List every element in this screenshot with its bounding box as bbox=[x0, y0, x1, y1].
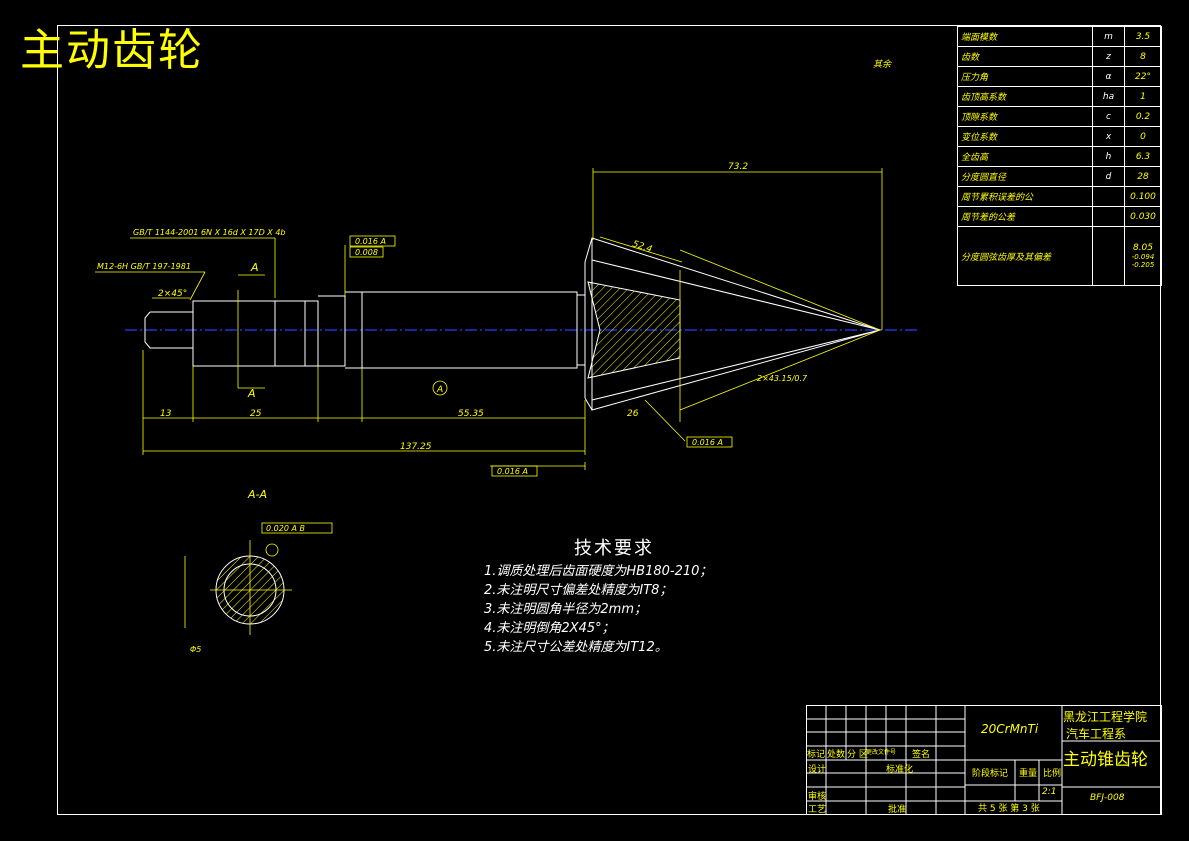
shaft-outline bbox=[144, 237, 882, 411]
dim-25: 25 bbox=[250, 409, 262, 419]
page-title: 主动齿轮 bbox=[20, 25, 204, 76]
dim-73: 73.2 bbox=[728, 162, 748, 172]
label-mark: 标记 bbox=[807, 750, 826, 760]
label-approve: 批准 bbox=[888, 805, 907, 815]
tol-frame-3: 0.016 A bbox=[692, 438, 723, 447]
tech-heading: 技术要求 bbox=[574, 538, 654, 559]
angle-label: 2×43.15/0.7 bbox=[757, 374, 808, 383]
dim-26: 26 bbox=[627, 409, 639, 419]
school: 黑龙江工程学院 bbox=[1063, 710, 1148, 724]
label-ratio: 比例 bbox=[1043, 769, 1062, 779]
tech-line-2: 2.未注明尺寸偏差处精度为IT8； bbox=[484, 583, 673, 598]
tech-line-1: 1.调质处理后齿面硬度为HB180-210； bbox=[484, 564, 713, 579]
spline-tolerance: 0.020 A B bbox=[266, 524, 305, 533]
label-design: 设计 bbox=[808, 765, 827, 775]
tech-line-5: 5.未注尺寸公差处精度为IT12。 bbox=[484, 640, 668, 655]
sheet-count: 共 5 张 第 3 张 bbox=[978, 804, 1040, 814]
label-stage: 阶段标记 bbox=[972, 769, 1009, 779]
spline-spec: GB/T 1144-2001 6N X 16d X 17D X 4b bbox=[133, 228, 286, 237]
datum-label: A bbox=[436, 385, 443, 395]
param-val: 8.05-0.094-0.205 bbox=[1124, 226, 1162, 286]
scale: 2:1 bbox=[1042, 787, 1057, 797]
label-weight: 重量 bbox=[1019, 769, 1038, 779]
gear-hatch bbox=[587, 281, 681, 379]
dim-52: 52.4 bbox=[631, 239, 653, 255]
thread-spec: M12-6H GB/T 197-1981 bbox=[97, 262, 191, 271]
department: 汽车工程系 bbox=[1066, 727, 1127, 741]
spline-dia: Φ5 bbox=[190, 645, 201, 654]
label-count: 处数 bbox=[827, 750, 846, 760]
label-sign: 签名 bbox=[912, 750, 931, 760]
section-mark-bottom: A bbox=[247, 387, 256, 400]
part-name: 主动锥齿轮 bbox=[1063, 750, 1148, 770]
chamfer-label: 2×45° bbox=[158, 289, 187, 299]
dim-55: 55.35 bbox=[458, 409, 484, 419]
dim-13: 13 bbox=[160, 409, 172, 419]
title-block bbox=[806, 705, 1162, 815]
chord-tol-lower: -0.205 bbox=[1131, 261, 1155, 269]
label-process: 工艺 bbox=[808, 805, 827, 815]
label-std: 标准化 bbox=[886, 765, 914, 775]
material: 20CrMnTi bbox=[981, 722, 1039, 736]
dim-137: 137.25 bbox=[400, 442, 432, 452]
section-mark-top: A bbox=[250, 261, 259, 274]
label-docno: 更改文件号 bbox=[866, 749, 897, 756]
label-zone: 分 区 bbox=[847, 750, 868, 760]
tol-frame-4: 0.016 A bbox=[497, 467, 528, 476]
param-sym bbox=[1092, 226, 1125, 286]
chord-tol-upper: -0.094 bbox=[1131, 253, 1155, 261]
roughness-note: 其余 bbox=[873, 60, 892, 70]
section-title: A-A bbox=[247, 488, 267, 501]
tol-frame-2: 0.008 bbox=[355, 248, 378, 257]
tech-line-3: 3.未注明圆角半径为2mm； bbox=[484, 602, 648, 617]
drawing-code: BFJ-008 bbox=[1090, 793, 1125, 803]
drawing-frame bbox=[57, 25, 1161, 815]
tech-line-4: 4.未注明倒角2X45°； bbox=[484, 621, 615, 636]
tol-frame-1: 0.016 A bbox=[355, 237, 386, 246]
label-review: 审核 bbox=[808, 792, 827, 802]
